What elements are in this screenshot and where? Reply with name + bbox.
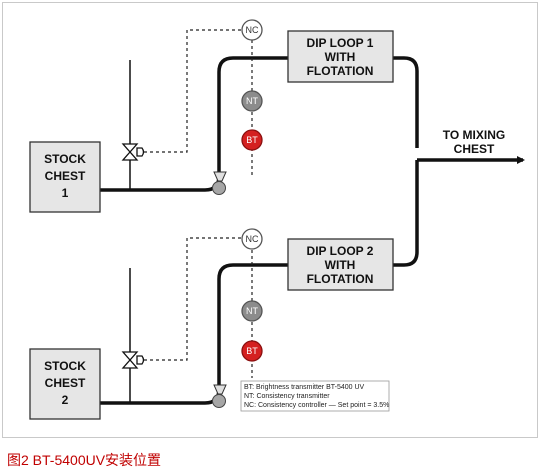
- bt-label-2: BT: [246, 346, 258, 356]
- nt-label-2: NT: [246, 306, 258, 316]
- control-signal-1: [144, 29, 241, 153]
- stock-chest-2-line2: CHEST: [45, 376, 86, 390]
- dip-loop-1-line3: FLOTATION: [307, 64, 374, 78]
- nt-instrument-1: NT: [241, 90, 263, 112]
- dip-loop-1-line1: DIP LOOP 1: [307, 36, 374, 50]
- legend-bt: BT: Brightness transmitter BT-5400 UV: [244, 384, 365, 391]
- output-label-line1: TO MIXING: [443, 128, 505, 142]
- control-signal-2: [144, 237, 241, 361]
- nc-label-2: NC: [246, 234, 259, 244]
- dip-loop-1: DIP LOOP 1 WITH FLOTATION: [287, 30, 394, 83]
- stock-chest-1-line2: CHEST: [45, 169, 86, 183]
- stock-chest-1: STOCK CHEST 1: [29, 141, 101, 213]
- bt-instrument-1: BT: [241, 129, 263, 151]
- output-label-line2: CHEST: [454, 142, 495, 156]
- stock-chest-2-line3: 2: [62, 393, 69, 407]
- legend-nt: NT: Consistency transmitter: [244, 393, 330, 400]
- nc-instrument-1: NC: [241, 19, 263, 41]
- control-valve-2: [121, 351, 145, 369]
- pump-1: [212, 171, 227, 195]
- nt-instrument-2: NT: [241, 300, 263, 322]
- stock-chest-2: STOCK CHEST 2: [29, 348, 101, 420]
- dip-loop-2: DIP LOOP 2 WITH FLOTATION: [287, 238, 394, 291]
- process-diagram: NC NT BT NC NT BT STOCK CHEST 1 STOCK CH…: [29, 19, 525, 420]
- process-line-1: [100, 56, 288, 192]
- nc-instrument-2: NC: [241, 228, 263, 250]
- pump-2: [212, 384, 227, 408]
- outlet-line-2: [393, 160, 419, 267]
- process-line-2: [100, 263, 288, 405]
- bt-instrument-2: BT: [241, 340, 263, 362]
- legend-nc: NC: Consistency controller — Set point =…: [244, 402, 389, 409]
- dip-loop-1-line2: WITH: [325, 50, 356, 64]
- dip-loop-2-line3: FLOTATION: [307, 272, 374, 286]
- bt-label-1: BT: [246, 135, 258, 145]
- outlet-line-1: [393, 56, 419, 148]
- stock-chest-2-line1: STOCK: [44, 359, 86, 373]
- stock-chest-1-line1: STOCK: [44, 152, 86, 166]
- nt-label-1: NT: [246, 96, 258, 106]
- dip-loop-2-line1: DIP LOOP 2: [307, 244, 374, 258]
- figure-caption: 图2 BT-5400UV安装位置: [7, 452, 162, 468]
- dip-loop-2-line2: WITH: [325, 258, 356, 272]
- stock-chest-1-line3: 1: [62, 186, 69, 200]
- control-valve-1: [121, 143, 145, 161]
- legend: BT: Brightness transmitter BT-5400 UV NT…: [240, 380, 390, 412]
- nc-label-1: NC: [246, 25, 259, 35]
